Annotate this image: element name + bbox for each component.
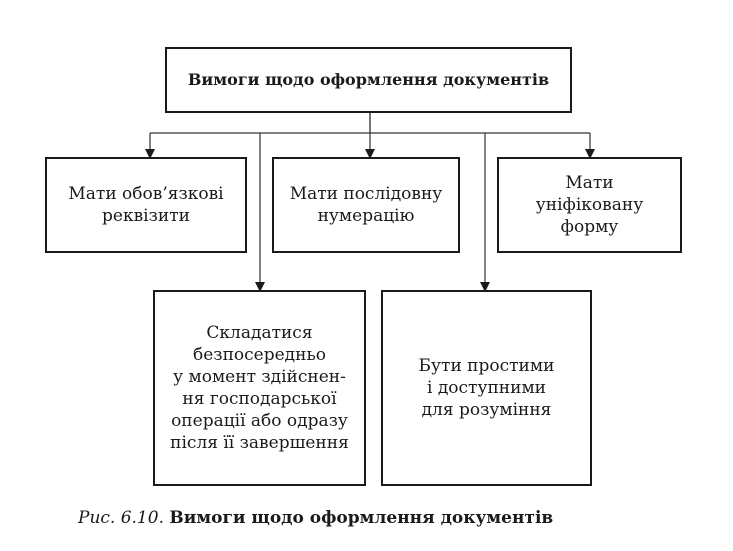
caption-title: Вимоги щодо оформлення документів xyxy=(169,508,554,528)
node-requisites: Мати обов’язкові реквізити xyxy=(45,157,247,253)
node-unified-form: Мати уніфіковану форму xyxy=(497,157,682,253)
node-numbering: Мати послідовну нумерацію xyxy=(272,157,460,253)
node-simplicity: Бути простими і доступними для розуміння xyxy=(381,290,592,486)
node-timing: Складатися безпосередньо у момент здійсн… xyxy=(153,290,366,486)
root-node: Вимоги щодо оформлення документів xyxy=(165,47,572,113)
figure-caption: Рис. 6.10. Вимоги щодо оформлення докуме… xyxy=(78,508,553,528)
caption-prefix: Рис. 6.10. xyxy=(78,508,164,528)
